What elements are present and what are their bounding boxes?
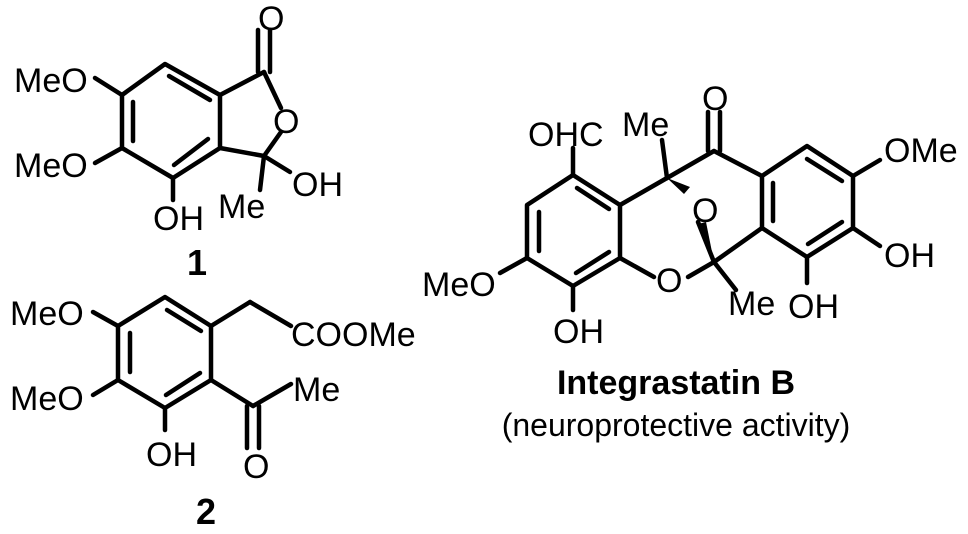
c1-ring-o: O — [273, 103, 299, 141]
c1-number: 1 — [187, 242, 207, 283]
c2-bond-ome1 — [90, 309, 121, 329]
ib-ring-o: O — [656, 262, 682, 300]
c1-carbonyl-o: O — [258, 0, 284, 38]
compound-1: O O MeO MeO OH Me OH 1 — [14, 0, 343, 283]
ib-left-double-1 — [574, 185, 612, 212]
c1-ring-bonds — [119, 61, 223, 181]
ib-bond-o-ketal — [685, 259, 717, 280]
ib-wedge-bottom — [698, 222, 714, 262]
ib-bridge-o: O — [692, 192, 718, 230]
c1-bond-ome2 — [92, 145, 125, 166]
ib-bond-c-quat — [617, 175, 670, 208]
c1-methoxy-top: MeO — [14, 62, 88, 100]
ib-methoxy-right: OMe — [884, 132, 958, 170]
integrastatin-b: OHC Me O OMe O O MeO OH Me OH OH Integra… — [422, 80, 958, 443]
c1-double-2 — [171, 136, 211, 168]
c1-double-1 — [166, 73, 213, 103]
ib-bond-ring-o — [617, 255, 657, 280]
c2-ester: COOMe — [291, 316, 416, 354]
ib-left-double-2 — [573, 249, 612, 276]
c2-methyl: Me — [293, 371, 340, 409]
c2-hydroxyl: OH — [146, 436, 197, 474]
c1-methyl: Me — [218, 188, 265, 226]
ib-wedge-top — [667, 178, 690, 194]
ib-right-double-2 — [805, 219, 845, 247]
c1-bond-c1 — [217, 69, 267, 98]
ib-aldehyde: OHC — [528, 116, 604, 154]
c1-hydroxyl-aryl: OH — [153, 200, 204, 238]
c2-bond-ch2a — [208, 299, 253, 329]
ib-bond-ome-left — [497, 255, 530, 276]
c2-methoxy-top: MeO — [10, 295, 84, 333]
c2-number: 2 — [196, 491, 216, 532]
c2-bond-ch2b — [247, 299, 294, 329]
ib-bond-ketal-ring — [711, 225, 765, 265]
c1-bond-ome1 — [92, 75, 125, 98]
c1-bond-co — [261, 69, 284, 111]
ib-ketone-o: O — [702, 80, 728, 118]
compound-2: MeO MeO OH COOMe Me O 2 — [10, 294, 416, 532]
c2-bond-ome2 — [90, 377, 121, 398]
ib-hydroxyl-right-low: OH — [788, 288, 839, 326]
ib-right-double-1 — [804, 156, 845, 184]
c2-double-1 — [164, 307, 204, 334]
ib-methyl-top: Me — [622, 106, 669, 144]
ib-right-ring — [759, 143, 856, 260]
ib-bond-ome-right — [850, 157, 883, 179]
ib-bond-co-ring — [711, 148, 765, 179]
c2-methoxy-mid: MeO — [10, 380, 84, 418]
c1-hydroxyl-c3: OH — [292, 166, 343, 204]
ib-bond-ketal-me — [711, 259, 739, 293]
ib-methoxy-left: MeO — [422, 266, 496, 304]
ib-bond-quat-co — [664, 148, 717, 181]
ib-methyl-bottom: Me — [728, 285, 775, 323]
ib-hydroxyl-left: OH — [553, 313, 604, 351]
ib-bond-me-top — [659, 137, 670, 181]
ib-name: Integrastatin B — [557, 364, 795, 402]
c2-bond-acetyl-me — [250, 381, 294, 409]
c2-double-2 — [163, 370, 203, 398]
c1-bond-me — [257, 153, 267, 193]
c2-ketone-o: O — [243, 448, 269, 486]
c1-bond-oh2 — [261, 153, 293, 175]
c1-bond-c3 — [217, 145, 267, 159]
c1-methoxy-mid: MeO — [14, 147, 88, 185]
ib-activity: (neuroprotective activity) — [502, 407, 851, 443]
ib-hydroxyl-right-mid: OH — [884, 237, 935, 275]
c1-bond-oc3 — [261, 129, 284, 159]
ib-bond-oh-right-mid — [850, 225, 883, 249]
c2-bond-acetyl — [208, 377, 256, 409]
